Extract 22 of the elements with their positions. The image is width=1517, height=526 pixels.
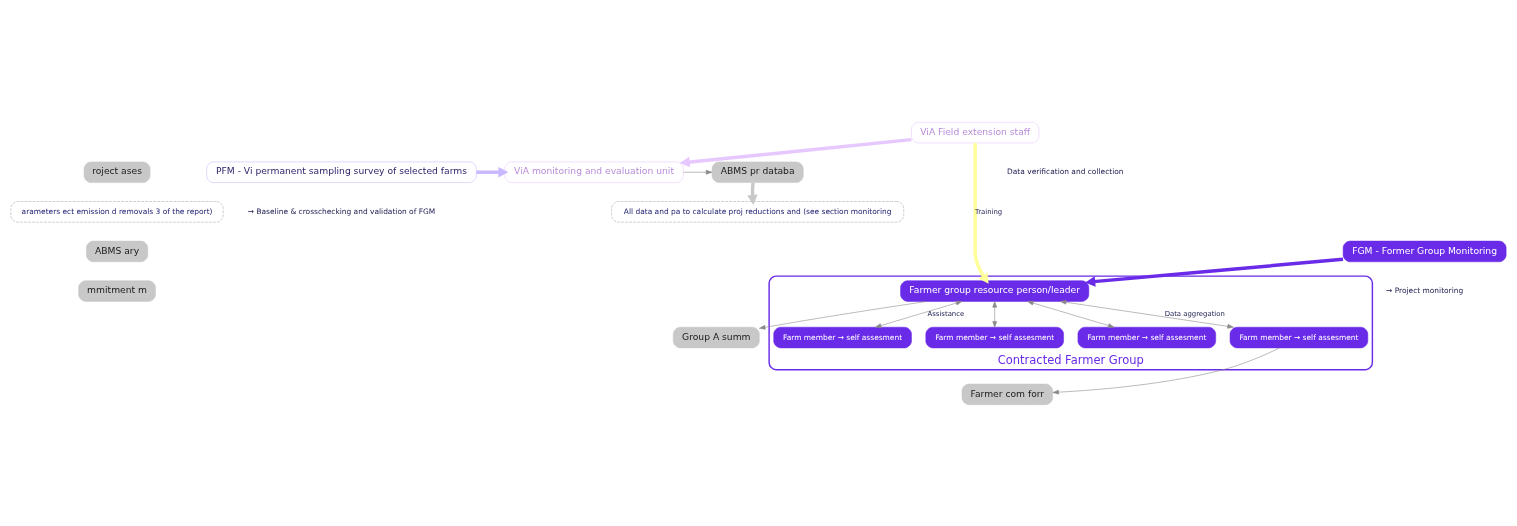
node-box: ABMS pr databa [711, 161, 804, 183]
node-box: Farmer com forr [961, 383, 1053, 405]
node-box: ViA monitoring and evaluation unit [504, 161, 684, 183]
node-box: ABMS ary [86, 240, 149, 262]
node-box: Farmer group resource person/leader [900, 279, 1090, 302]
arrow [759, 300, 928, 330]
arrow [875, 300, 963, 328]
arrow [992, 300, 997, 327]
arrow [476, 166, 509, 177]
arrow [973, 142, 989, 284]
arrow [679, 137, 912, 167]
arrow [1060, 299, 1234, 329]
node-box: FGM - Former Group Monitoring [1342, 240, 1507, 262]
node-box: Group A summ [672, 326, 760, 348]
node-box: roject ases [83, 161, 151, 183]
arrow [1027, 300, 1115, 328]
node-box: PFM - Vi permanent sampling survey of selected farms [206, 161, 477, 183]
node-box: ViA Field extension staff [911, 121, 1040, 143]
arrow [683, 169, 713, 175]
arrow [1085, 257, 1344, 287]
node-box: mmitment m [78, 279, 156, 302]
arrow [1052, 347, 1280, 394]
